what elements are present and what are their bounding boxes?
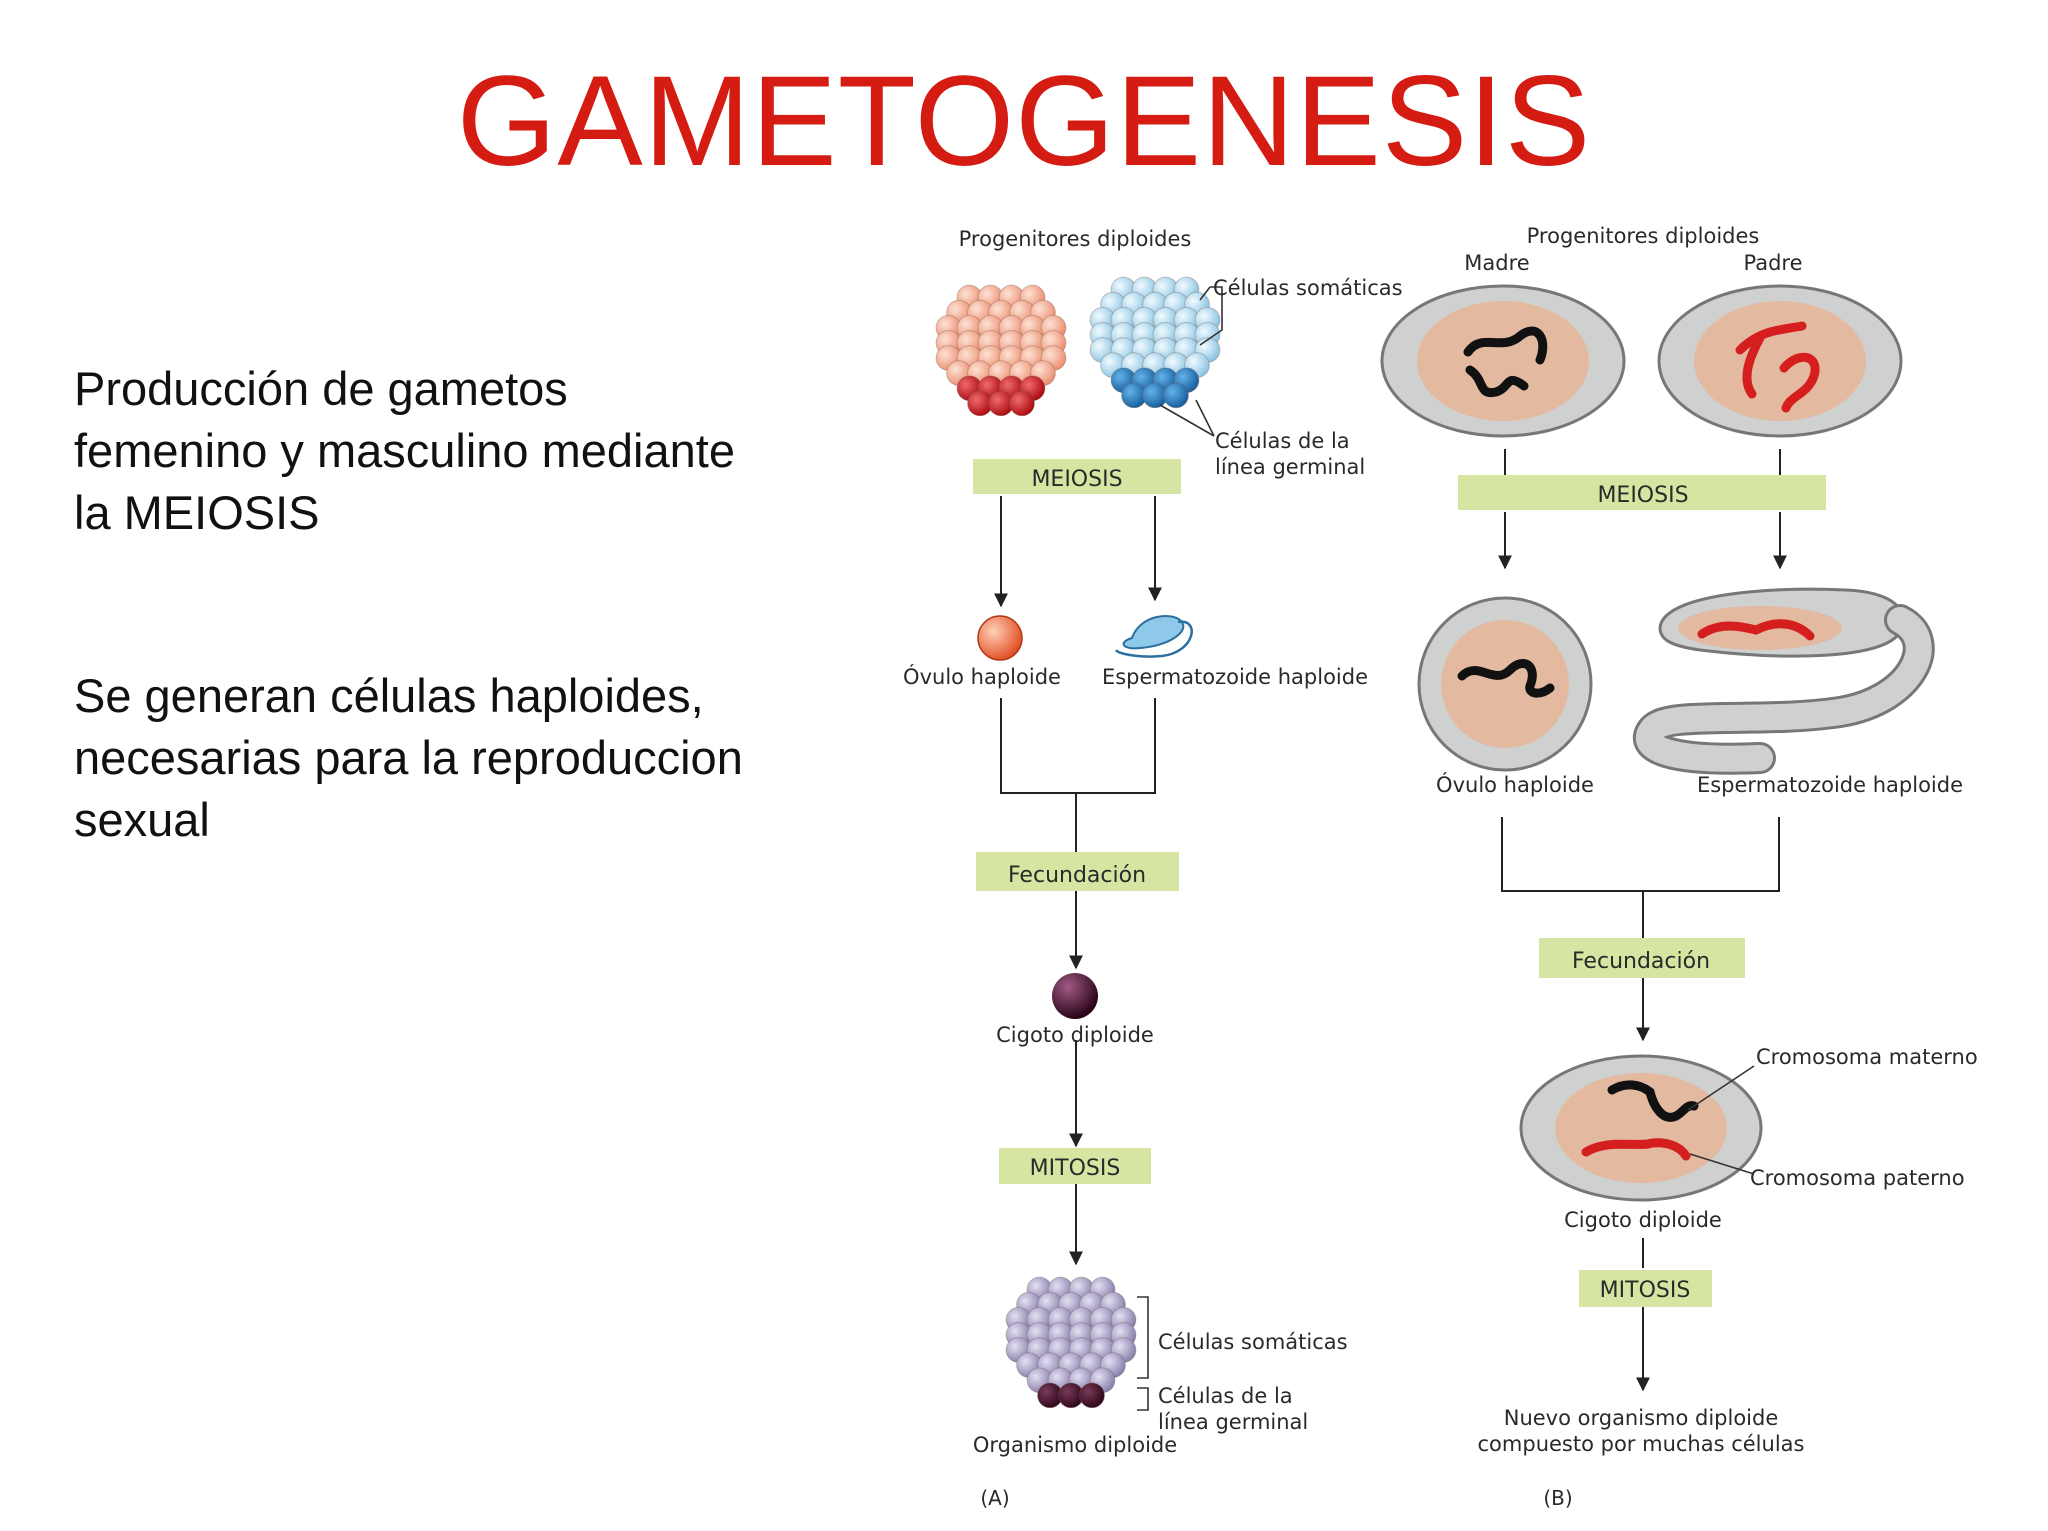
meiosis-label-b: MEIOSIS: [1597, 483, 1688, 508]
female-cell-cluster: [935, 284, 1067, 417]
arrows-b: [1498, 449, 1787, 1392]
callout-lines-a: [1159, 286, 1223, 437]
new-organism-label-2: compuesto por muchas células: [1478, 1432, 1805, 1456]
sperm-cell-a: [1114, 615, 1193, 658]
organism-somatic-label: Células somáticas: [1158, 1330, 1348, 1354]
maternal-chromosome-label: Cromosoma materno: [1756, 1045, 1978, 1069]
slide-title: GAMETOGENESIS: [456, 50, 1592, 193]
new-organism-label-1: Nuevo organismo diploide: [1504, 1406, 1779, 1430]
zygote-b: [1519, 1054, 1763, 1202]
organism-brackets: [1137, 1296, 1149, 1411]
paternal-chromosome-label: Cromosoma paterno: [1750, 1166, 1965, 1190]
paternal-chromosome-3: [1779, 352, 1820, 413]
panel-b: Progenitores diploides Madre Padre MEIOS…: [1380, 224, 1978, 1510]
somatic-cells-label-a: Células somáticas: [1213, 276, 1403, 300]
sperm-label-a: Espermatozoide haploide: [1102, 665, 1368, 689]
germline-label-a-1: Células de la: [1215, 429, 1350, 453]
description-line: femenino y masculino mediante: [74, 424, 735, 477]
organism-label-a: Organismo diploide: [973, 1433, 1177, 1457]
fertilization-label-b: Fecundación: [1572, 949, 1710, 974]
panel-a: Progenitores diploides Células somáticas…: [903, 227, 1403, 1510]
arrows-a: [994, 496, 1162, 1266]
description-meiosis: Producción de gametos femenino y masculi…: [74, 358, 834, 544]
male-cell: [1163, 382, 1189, 409]
egg-cell-b: [1417, 596, 1593, 772]
father-cell: [1657, 284, 1903, 438]
zygote-paternal-chromosome: [1581, 1138, 1691, 1161]
panel-label-a: (A): [980, 1486, 1009, 1510]
maternal-chromosome-2: [1465, 365, 1529, 398]
mother-cell: [1380, 284, 1626, 438]
mitosis-label-a: MITOSIS: [1030, 1156, 1121, 1181]
father-label: Padre: [1743, 251, 1802, 275]
paternal-chromosome-1: [1735, 321, 1807, 355]
egg-chromosome: [1457, 659, 1555, 698]
description-line: sexual: [74, 793, 210, 846]
description-line: necesarias para la reproduccion: [74, 731, 743, 784]
organism-germline-label-2: línea germinal: [1158, 1410, 1308, 1434]
mitosis-box-a: [999, 1148, 1151, 1184]
description-haploid: Se generan células haploides, necesarias…: [74, 665, 834, 851]
sperm-label-b: Espermatozoide haploide: [1697, 773, 1963, 797]
zygote-label-b: Cigoto diploide: [1564, 1208, 1722, 1232]
sperm-cell-b: [1633, 587, 1935, 775]
male-cell-cluster: [1089, 276, 1221, 409]
mitosis-box-b: [1579, 1270, 1712, 1307]
sperm-chromosome: [1697, 619, 1815, 641]
description-line: Se generan células haploides,: [74, 669, 704, 722]
egg-label-b: Óvulo haploide: [1436, 772, 1594, 797]
egg-cell-a: [977, 615, 1023, 661]
zygote-a: [1052, 973, 1098, 1019]
paternal-chromosome-2: [1742, 333, 1765, 399]
zygote-label-a: Cigoto diploide: [996, 1023, 1154, 1047]
zygote-maternal-chromosome: [1607, 1080, 1699, 1122]
meiosis-box-b: [1458, 475, 1826, 510]
mitosis-label-b: MITOSIS: [1600, 1278, 1691, 1303]
organism-germline-label-1: Células de la: [1158, 1384, 1293, 1408]
organism-cell: [1079, 1382, 1105, 1409]
description-line: la MEIOSIS: [74, 486, 320, 539]
description-line: Producción de gametos: [74, 362, 568, 415]
egg-label-a: Óvulo haploide: [903, 664, 1061, 689]
callout-lines-b: [1687, 1065, 1755, 1175]
parents-label-b: Progenitores diploides: [1527, 224, 1760, 248]
meiosis-box-a: [973, 459, 1181, 494]
fertilization-label-a: Fecundación: [1008, 863, 1146, 888]
meiosis-label-a: MEIOSIS: [1031, 467, 1122, 492]
germline-label-a-2: línea germinal: [1215, 455, 1365, 479]
panel-label-b: (B): [1543, 1486, 1572, 1510]
maternal-chromosome-1: [1463, 326, 1548, 365]
female-cell: [1009, 390, 1035, 417]
diploid-organism-cells: [1005, 1276, 1137, 1409]
mother-label: Madre: [1464, 251, 1529, 275]
fertilization-box-a: [976, 852, 1179, 891]
fertilization-box-b: [1539, 938, 1745, 978]
parents-label-a: Progenitores diploides: [959, 227, 1192, 251]
